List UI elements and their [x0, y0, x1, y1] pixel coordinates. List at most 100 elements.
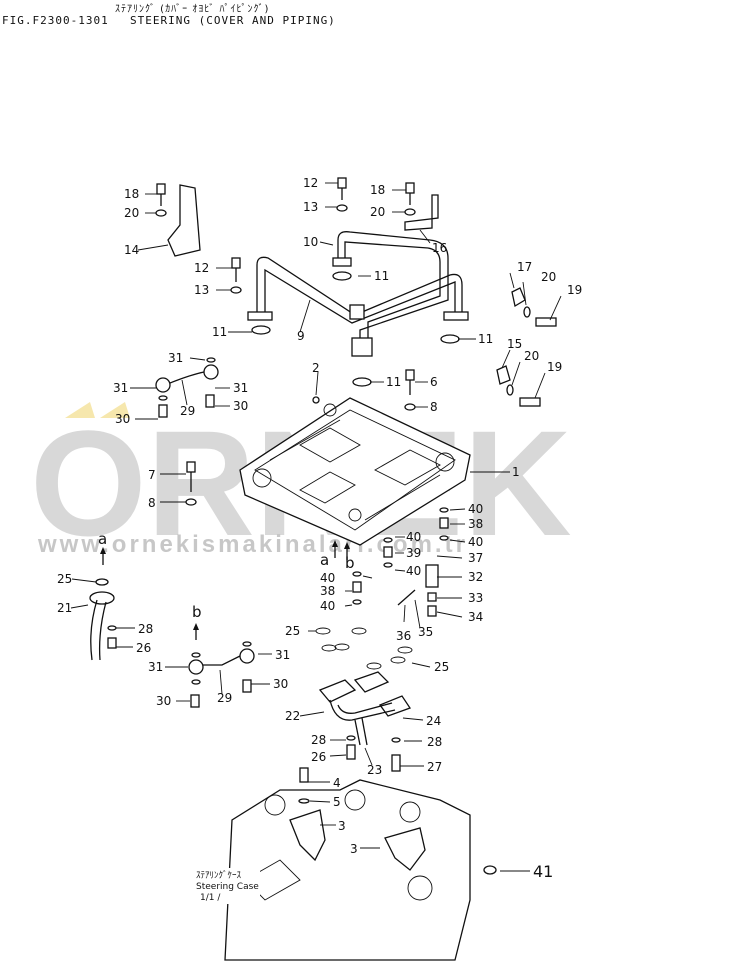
callout-31b: 31: [113, 381, 128, 395]
callout-13b: 13: [194, 283, 209, 297]
callout-3: 3: [338, 819, 346, 833]
title-japanese: ｽﾃｱﾘﾝｸﾞ (ｶﾊﾞｰ ｵﾖﾋﾞ ﾊﾟｲﾋﾟﾝｸﾞ): [115, 4, 270, 15]
steering-case-label: ｽﾃｱﾘﾝｸﾞｹｰｽ Steering Case 1/1 /: [194, 868, 260, 904]
callout-23: 23: [367, 763, 382, 777]
view-label-b-top: b: [192, 603, 202, 621]
callout-30a: 30: [115, 412, 130, 426]
callout-9: 9: [297, 329, 305, 343]
callout-24: 24: [426, 714, 441, 728]
callout-25b: 25: [285, 624, 300, 638]
callout-28c: 28: [427, 735, 442, 749]
callout-19b: 19: [547, 360, 562, 374]
clamp-17: [511, 287, 526, 308]
view-label-a-top: a: [98, 530, 107, 548]
callout-25c: 25: [434, 660, 449, 674]
callout-19a: 19: [567, 283, 582, 297]
callout-12b: 12: [194, 261, 209, 275]
callout-28b: 28: [311, 733, 326, 747]
callout-27: 27: [427, 760, 442, 774]
pipe-22-assembly: [318, 671, 411, 772]
watermark-url: www.ornekismakinalari.com.tr: [37, 531, 468, 558]
callout-40a: 40: [468, 502, 483, 516]
callout-40f: 40: [320, 599, 335, 613]
bolts: [155, 177, 557, 506]
callout-15: 15: [507, 337, 522, 351]
callout-20a: 20: [124, 206, 139, 220]
callout-22: 22: [285, 709, 300, 723]
callout-41: 41: [533, 862, 553, 881]
callout-38b: 38: [320, 584, 335, 598]
callout-40e: 40: [320, 571, 335, 585]
callout-11c: 11: [478, 332, 493, 346]
callout-16: 16: [432, 241, 447, 255]
callout-29b: 29: [217, 691, 232, 705]
callout-14: 14: [124, 243, 139, 257]
callout-6: 6: [430, 375, 438, 389]
callout-4: 4: [333, 776, 341, 790]
valve-cover-plate: [239, 397, 471, 546]
callout-40d: 40: [406, 564, 421, 578]
watermark-accent: [65, 402, 130, 418]
view-label-a: a: [320, 551, 329, 569]
case-label-sub: 1/1 /: [200, 893, 221, 903]
pipe-10: [332, 231, 449, 357]
callout-37: 37: [468, 551, 483, 565]
callout-labels: 1 2 3 3 4 5 6 7 8 8 9 10 11 11 11 11 11 …: [57, 176, 582, 881]
clamp-15: [496, 365, 511, 385]
callout-17: 17: [517, 260, 532, 274]
hose-assembly-upper: [155, 357, 219, 418]
case-label-jp: ｽﾃｱﾘﾝｸﾞｹｰｽ: [196, 870, 242, 881]
callout-31d: 31: [148, 660, 163, 674]
callout-34: 34: [468, 610, 483, 624]
callout-28a: 28: [138, 622, 153, 636]
figure-title: STEERING (COVER AND PIPING): [130, 14, 336, 27]
callout-31e: 31: [275, 648, 290, 662]
callout-39: 39: [406, 546, 421, 560]
steering-case: [224, 767, 497, 961]
callout-36: 36: [396, 629, 411, 643]
callout-20d: 20: [524, 349, 539, 363]
callout-10: 10: [303, 235, 318, 249]
callout-21: 21: [57, 601, 72, 615]
callout-40c: 40: [406, 530, 421, 544]
o-rings-25: [315, 627, 413, 670]
callout-11a: 11: [374, 269, 389, 283]
callout-1: 1: [512, 465, 520, 479]
callout-8b: 8: [148, 496, 156, 510]
callout-7: 7: [148, 468, 156, 482]
callout-13a: 13: [303, 200, 318, 214]
callout-32: 32: [468, 570, 483, 584]
callout-33: 33: [468, 591, 483, 605]
valve-parts: [352, 507, 449, 617]
callout-31a: 31: [168, 351, 183, 365]
callout-31c: 31: [233, 381, 248, 395]
callout-18a: 18: [124, 187, 139, 201]
callout-11d: 11: [386, 375, 401, 389]
hose-assembly-lower: [188, 641, 255, 708]
callout-30d: 30: [273, 677, 288, 691]
callout-30c: 30: [156, 694, 171, 708]
tube-21: [89, 578, 117, 661]
view-arrows: [100, 540, 350, 640]
view-label-b: b: [345, 554, 355, 572]
case-label: Steering Case: [196, 882, 259, 892]
figure-code: FIG.F2300-1301: [2, 14, 109, 27]
callout-26b: 26: [311, 750, 326, 764]
bracket-16: [404, 194, 439, 231]
callout-2: 2: [312, 361, 320, 375]
callout-38a: 38: [468, 517, 483, 531]
callout-20c: 20: [541, 270, 556, 284]
callout-12a: 12: [303, 176, 318, 190]
callout-3b: 3: [350, 842, 358, 856]
callout-30b: 30: [233, 399, 248, 413]
callout-20b: 20: [370, 205, 385, 219]
callout-11b: 11: [212, 325, 227, 339]
callout-5: 5: [333, 795, 341, 809]
callout-40b: 40: [468, 535, 483, 549]
callout-18b: 18: [370, 183, 385, 197]
callout-8: 8: [430, 400, 438, 414]
callout-35: 35: [418, 625, 433, 639]
callout-29a: 29: [180, 404, 195, 418]
bracket-14: [167, 184, 201, 257]
